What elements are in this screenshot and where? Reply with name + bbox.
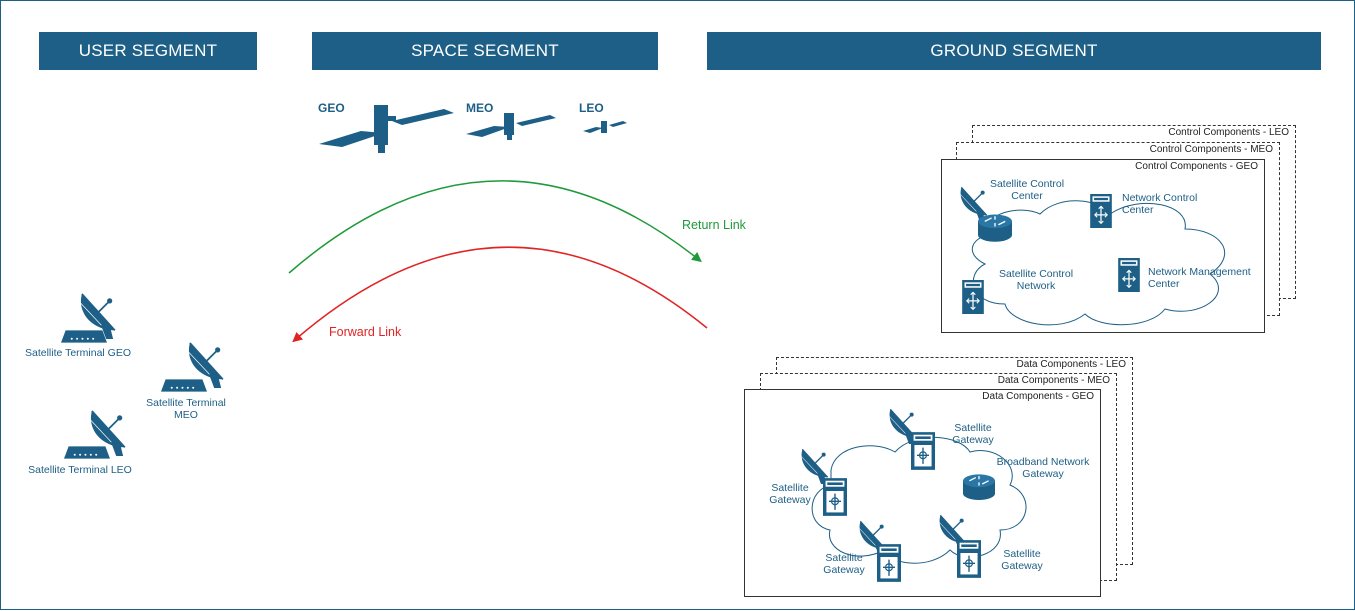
space-segment-header: SPACE SEGMENT (312, 32, 658, 70)
data-gw-bottom-right-label: Satellite Gateway (1001, 548, 1043, 572)
data-bng-label: Broadband Network Gateway (996, 456, 1090, 480)
data-geo-title: Data Components - GEO (982, 391, 1094, 402)
sat-control-center-router-icon (978, 214, 1012, 244)
data-leo-title: Data Components - LEO (1016, 359, 1127, 370)
data-gw-left-label: Satellite Gateway (769, 482, 811, 506)
meo-label: MEO (466, 101, 494, 115)
data-gw-bottom-right-server-icon (957, 540, 981, 578)
data-gw-left-server-icon (823, 478, 847, 516)
terminal-leo-label: Satellite Terminal LEO (28, 464, 132, 476)
sat-control-network-label: Satellite Control Network (998, 268, 1074, 292)
terminal-geo-modem-icon (61, 330, 107, 343)
data-gw-top-label: Satellite Gateway (952, 422, 994, 446)
ground-segment-header: GROUND SEGMENT (707, 32, 1321, 70)
terminal-leo-modem-icon (64, 446, 110, 459)
network-control-center-label: Network Control Center (1122, 192, 1198, 216)
leo-label: LEO (579, 101, 604, 115)
sat-control-network-server-icon (962, 280, 984, 314)
network-control-center-server-icon (1090, 194, 1112, 228)
data-bng-router-icon (963, 474, 995, 502)
data-gw-top-server-icon (911, 432, 935, 470)
data-gw-bottom-left-label: Satellite Gateway (823, 552, 865, 576)
control-geo-title: Control Components - GEO (1135, 161, 1258, 172)
meo-satellite-icon (466, 113, 556, 140)
network-management-center-server-icon (1118, 258, 1140, 292)
control-geo-panel: Control Components - GEO Satellite Contr… (941, 159, 1265, 333)
terminal-meo-modem-icon (161, 379, 207, 392)
data-gw-bottom-left-server-icon (877, 544, 901, 582)
data-meo-title: Data Components - MEO (997, 375, 1110, 386)
network-management-center-label: Network Management Center (1148, 266, 1251, 290)
user-segment-header: USER SEGMENT (39, 32, 257, 70)
return-link-label: Return Link (682, 218, 746, 232)
data-geo-panel: Data Components - GEO Satellite Gateway … (744, 389, 1101, 597)
geo-satellite-icon (319, 105, 454, 153)
control-leo-title: Control Components - LEO (1168, 127, 1289, 138)
forward-link-label: Forward Link (329, 325, 402, 339)
terminal-geo-label: Satellite Terminal GEO (24, 347, 131, 359)
forward-link-arc (292, 246, 708, 343)
geo-label: GEO (318, 101, 345, 115)
control-meo-title: Control Components - MEO (1149, 144, 1273, 155)
terminal-meo-label: Satellite Terminal MEO (146, 397, 226, 421)
return-link-arc (288, 180, 702, 274)
leo-satellite-icon (583, 121, 627, 133)
sat-control-center-label: Satellite Control Center (989, 178, 1065, 202)
